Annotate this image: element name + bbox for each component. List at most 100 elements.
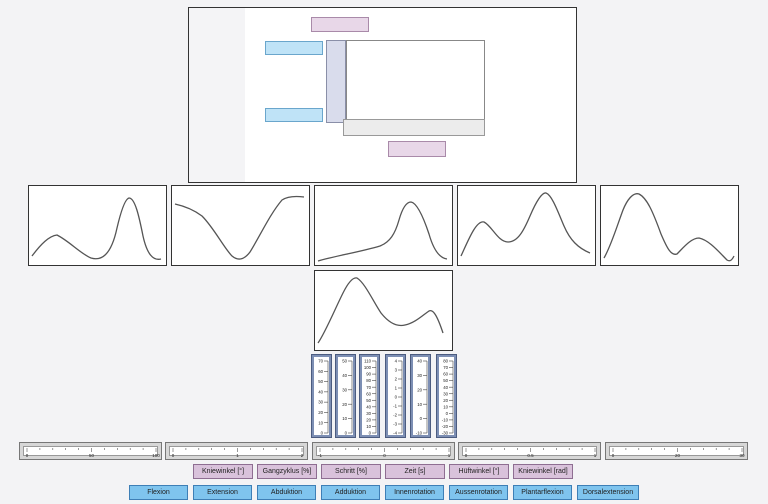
vertical-scale-tick-label: 20 <box>366 418 371 423</box>
unit-button-hip-angle[interactable]: Hüftwinkel [°] <box>449 464 509 479</box>
curve-thumbnail-3[interactable] <box>314 185 453 266</box>
vertical-scale-tick-label: 1 <box>395 386 398 391</box>
vertical-scale-tick-label: 70 <box>366 385 371 390</box>
horizontal-axis-placeholder[interactable] <box>343 119 485 136</box>
curve-5-svg <box>603 193 735 262</box>
vertical-scale-tick-label: 100 <box>364 365 372 370</box>
motion-button-internal-rotation[interactable]: Innenrotation <box>385 485 444 500</box>
vertical-scale-tick-label: 40 <box>342 373 347 378</box>
horizontal-scale-tick-label: 0 <box>465 453 468 458</box>
vertical-scale-tick-label: 30 <box>417 373 422 378</box>
vertical-scale-tick-label: 50 <box>342 359 347 364</box>
horizontal-scale-tick-label: 0 <box>26 453 29 458</box>
vertical-scale-tick-label: 70 <box>443 365 448 370</box>
curve-3-svg <box>317 201 448 262</box>
vertical-scale-tick-label: 60 <box>443 372 448 377</box>
vertical-scale-face <box>362 357 377 435</box>
vertical-scale-tick-label: -10 <box>442 418 449 423</box>
vertical-scale-tick-label: 20 <box>318 410 323 415</box>
vertical-scale-face <box>439 357 454 435</box>
unit-button-step[interactable]: Schritt [%] <box>321 464 381 479</box>
vertical-scale-tick-label: 60 <box>318 369 323 374</box>
vertical-scale-tick-label: 50 <box>318 379 323 384</box>
horizontal-scale-tick-label: 1 <box>236 453 239 458</box>
vertical-scale-tick-label: 40 <box>417 359 422 364</box>
curve-1-line <box>31 197 162 260</box>
vertical-scale-tick-label: 30 <box>342 387 347 392</box>
unit-button-knee-angle-deg[interactable]: Kniewinkel [°] <box>193 464 253 479</box>
horizontal-scale-tick-label: 0 <box>612 453 615 458</box>
vertical-scale-tick-label: 110 <box>364 359 371 364</box>
main-editor-panel <box>188 7 577 183</box>
curve-6-svg <box>317 277 444 344</box>
curve-thumbnail-4[interactable] <box>457 185 596 266</box>
vertical-scale-tick-label: 20 <box>342 402 347 407</box>
curve-4-line <box>460 192 591 257</box>
vertical-scale-tick-label: 30 <box>366 411 371 416</box>
vertical-scale-face <box>413 357 428 435</box>
motion-button-abduction[interactable]: Abduktion <box>257 485 316 500</box>
bottom-label-placeholder[interactable] <box>388 141 446 157</box>
vertical-scale-tick-label: 2 <box>395 377 398 382</box>
left-upper-label-placeholder[interactable] <box>265 41 323 55</box>
curve-thumbnail-1[interactable] <box>28 185 167 266</box>
vertical-scale-tick-label: 90 <box>366 372 371 377</box>
curve-thumbnail-2[interactable] <box>171 185 310 266</box>
unit-button-knee-angle-rad[interactable]: Kniewinkel [rad] <box>513 464 573 479</box>
vertical-scale-face <box>388 357 403 435</box>
vertical-scale-tick-label: 60 <box>366 391 371 396</box>
vertical-scale-tick-label: 80 <box>443 359 448 364</box>
motion-button-dorsiflexion[interactable]: Dorsalextension <box>577 485 639 500</box>
motion-button-extension[interactable]: Extension <box>193 485 252 500</box>
horizontal-scale-face <box>609 446 744 456</box>
unit-button-gait-cycle[interactable]: Gangzyklus [%] <box>257 464 317 479</box>
motion-button-adduction[interactable]: Adduktion <box>321 485 380 500</box>
top-label-placeholder[interactable] <box>311 17 369 32</box>
vertical-scale-tick-label: 40 <box>443 385 448 390</box>
horizontal-scale-tick-label: 1 <box>594 453 597 458</box>
curve-3-line <box>317 201 448 262</box>
vertical-scale-face <box>338 357 353 435</box>
vertical-scale-tick-label: 10 <box>417 402 422 407</box>
vertical-scale-tick-label: 70 <box>318 359 323 364</box>
horizontal-scale-face <box>316 446 451 456</box>
motion-button-external-rotation[interactable]: Aussenrotation <box>449 485 508 500</box>
vertical-scale-tick-label: 10 <box>342 416 347 421</box>
vertical-scale-tick-label: 40 <box>366 404 371 409</box>
horizontal-scale-face <box>23 446 158 456</box>
curve-5-line <box>603 193 735 262</box>
vertical-scale-tick-label: 0 <box>420 416 423 421</box>
vertical-scale-tick-label: -30 <box>442 431 449 436</box>
vertical-scale-tick-label: 50 <box>366 398 371 403</box>
main-panel-shade <box>189 8 245 182</box>
plot-area-placeholder[interactable] <box>346 40 485 120</box>
motion-button-plantarflexion[interactable]: Plantarflexion <box>513 485 572 500</box>
curve-thumbnail-6[interactable] <box>314 270 453 351</box>
left-lower-label-placeholder[interactable] <box>265 108 323 122</box>
vertical-scale-tick-label: 0 <box>321 431 324 436</box>
motion-button-flexion[interactable]: Flexion <box>129 485 188 500</box>
vertical-scale-tick-label: 0 <box>395 395 398 400</box>
horizontal-scale-tick-label: -1 <box>318 453 322 458</box>
vertical-axis-placeholder[interactable] <box>326 40 346 123</box>
curve-thumbnail-5[interactable] <box>600 185 739 266</box>
unit-button-time[interactable]: Zeit [s] <box>385 464 445 479</box>
vertical-scale-tick-label: 3 <box>395 368 398 373</box>
vertical-scale-tick-label: 50 <box>443 378 448 383</box>
vertical-scale-face <box>314 357 329 435</box>
